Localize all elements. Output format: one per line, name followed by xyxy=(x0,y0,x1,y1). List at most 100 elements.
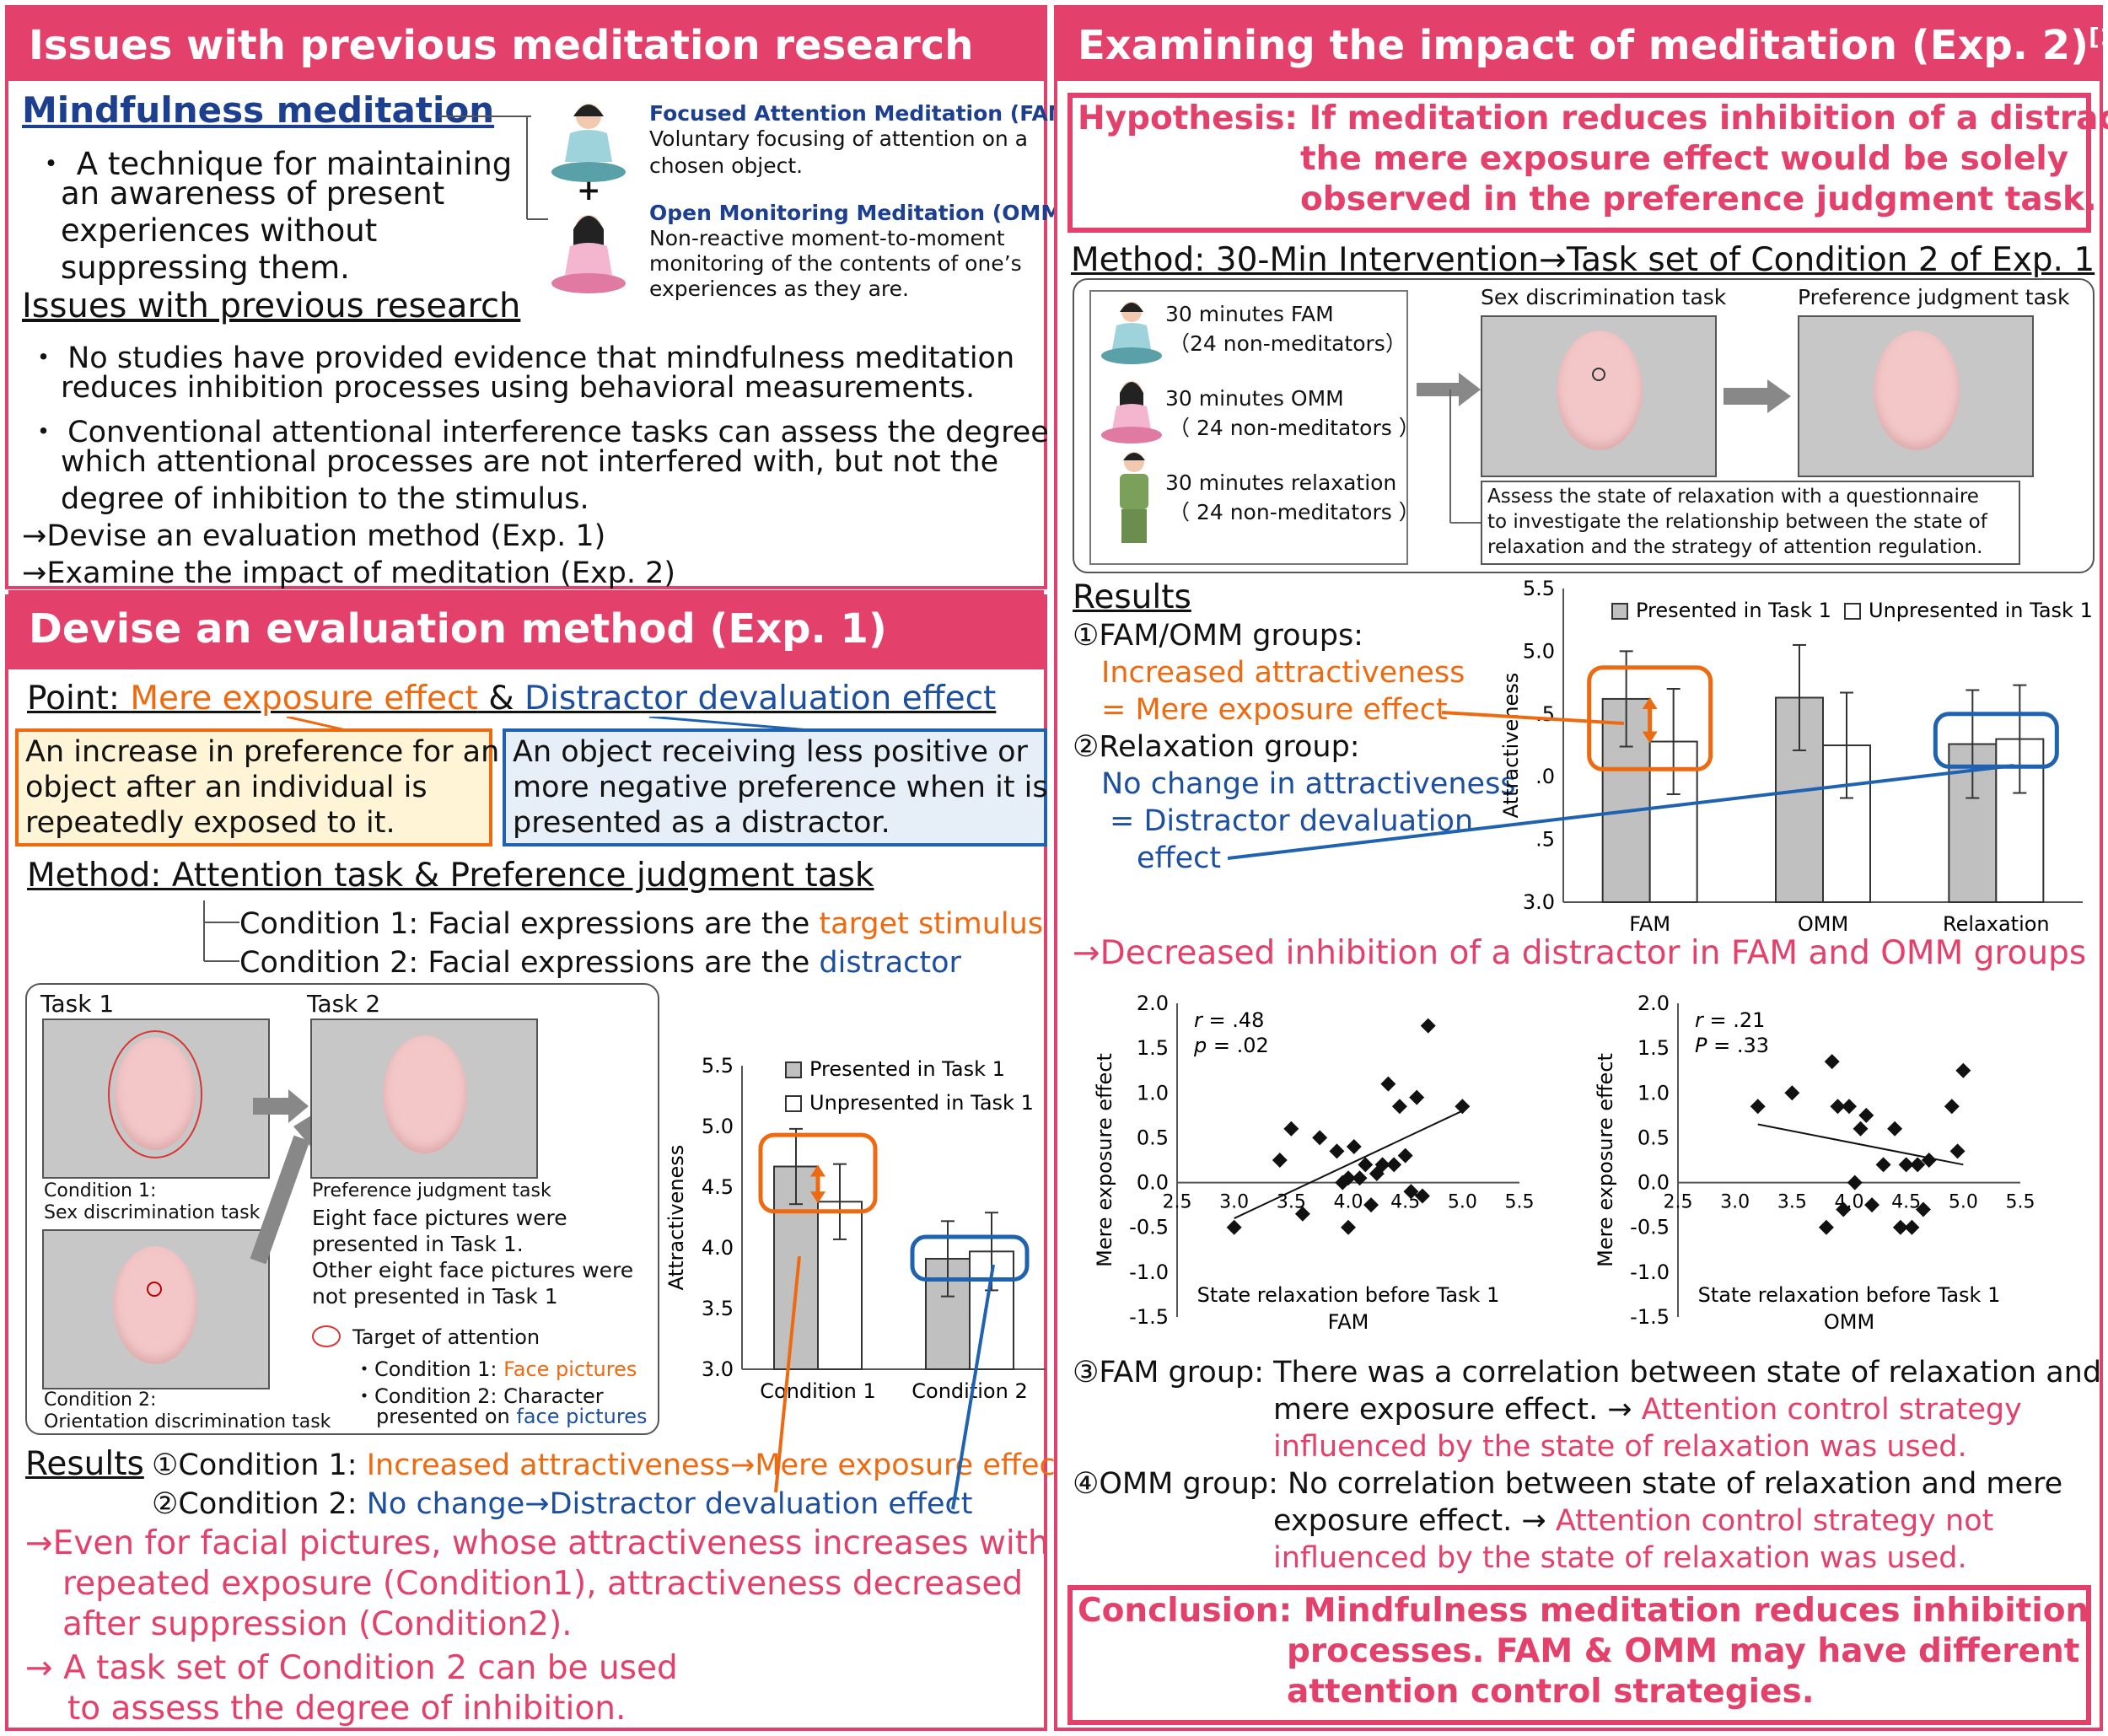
target-legend-circle xyxy=(312,1325,341,1347)
y-tick-label: 5.5 xyxy=(1523,578,1555,600)
result-4b-pre: exposure effect. → xyxy=(1273,1504,1556,1538)
group-rel-2: （ 24 non-meditators ） xyxy=(1169,500,1420,524)
y-tick-label: 4.0 xyxy=(702,1236,734,1260)
y-tick-label: 1.5 xyxy=(1137,1036,1169,1060)
conclusion-box xyxy=(1067,1585,2091,1725)
result-fam-omm: ①FAM/OMM groups: xyxy=(1073,619,1363,653)
scatter-point xyxy=(1847,1174,1863,1190)
stat-p: P = .33 xyxy=(1695,1034,1769,1057)
x-tick-label: 3.0 xyxy=(1720,1192,1750,1213)
yellow-line-2: object after an individual is xyxy=(25,771,428,804)
legend-label: Presented in Task 1 xyxy=(809,1057,1005,1081)
result-cond1-pre: ①Condition 1: xyxy=(152,1448,367,1482)
omm-title: Open Monitoring Meditation (OMM) xyxy=(649,201,1072,225)
chart-exp1-attractiveness: 3.03.54.04.55.05.5AttractivenessConditio… xyxy=(664,1054,1046,1403)
issue2-line2: which attentional processes are not inte… xyxy=(61,445,999,479)
relaxation-group-icon xyxy=(1120,452,1148,543)
blue-line-1: An object receiving less positive or xyxy=(513,735,1028,769)
panel-issues xyxy=(5,5,1047,589)
plus-sign: + xyxy=(577,174,601,207)
result-3a: ③FAM group: There was a correlation betw… xyxy=(1073,1356,2102,1389)
condition-connector xyxy=(203,900,239,962)
scatter-point xyxy=(1904,1219,1920,1235)
scatter-point xyxy=(1750,1099,1766,1115)
x-axis-label: State relaxation before Task 1 xyxy=(1197,1283,1500,1307)
point-line: Point: Mere exposure effect & Distractor… xyxy=(27,680,996,718)
omm-group-icon xyxy=(1101,381,1162,443)
scatter-point xyxy=(1363,1197,1379,1213)
flow-arrows xyxy=(1417,373,1482,524)
scatter-point xyxy=(1386,1157,1402,1173)
y-tick-label: 0.0 xyxy=(1637,1171,1670,1195)
issues-title: Issues with previous research xyxy=(22,287,521,325)
x-tick-label: 5.0 xyxy=(1448,1192,1477,1213)
assess-line2: to investigate the relationship between … xyxy=(1487,511,1987,533)
result-cond1-hl: Increased attractiveness→Mere exposure e… xyxy=(366,1448,1067,1482)
condition-2-line: Condition 2: Facial expressions are the … xyxy=(239,946,961,980)
scatter-point xyxy=(1921,1153,1937,1168)
connector-lines xyxy=(438,116,548,220)
y-tick-label: -0.5 xyxy=(1129,1216,1169,1239)
pref-desc-1: Eight face pictures were xyxy=(312,1206,567,1230)
y-axis-label: Attractiveness xyxy=(1499,673,1523,819)
group-rel-1: 30 minutes relaxation xyxy=(1165,470,1397,495)
y-tick-label: -1.0 xyxy=(1129,1260,1169,1284)
yellow-line-1: An increase in preference for an xyxy=(25,735,500,769)
x-tick-label: 5.5 xyxy=(1505,1192,1535,1213)
scatter-point xyxy=(1898,1157,1914,1173)
result-cond2-hl: No change→Distractor devaluation effect xyxy=(366,1487,973,1521)
target-cond2b: presented on face pictures xyxy=(376,1405,647,1428)
groups-box xyxy=(1089,290,1408,565)
concl1-line3: after suppression (Condition2). xyxy=(62,1605,573,1643)
stat-p: p = .02 xyxy=(1193,1034,1269,1057)
scatter-point xyxy=(1910,1157,1926,1173)
x-tick-label: 4.0 xyxy=(1334,1192,1363,1213)
y-tick-label: 0.5 xyxy=(1137,1126,1169,1149)
issue2-line3: degree of inhibition to the stimulus. xyxy=(61,482,589,516)
x-tick-label: FAM xyxy=(1629,912,1670,932)
task1-label: Task 1 xyxy=(40,990,115,1018)
target-cond2: ・Condition 2: Character xyxy=(354,1384,604,1408)
y-tick-label: 3.0 xyxy=(1523,890,1555,914)
conclusion-line2: processes. FAM & OMM may have different xyxy=(1287,1632,2080,1670)
arrow-to-pref xyxy=(1724,379,1791,413)
scatter-point xyxy=(1824,1054,1840,1070)
x-tick-label: OMM xyxy=(1798,912,1848,932)
assess-line3: relaxation and the strategy of attention… xyxy=(1487,536,1983,558)
scatter-point xyxy=(1409,1089,1425,1105)
scatter-point xyxy=(1403,1184,1419,1200)
y-tick-label: 5.0 xyxy=(702,1115,734,1138)
assess-box xyxy=(1481,481,2020,565)
scatter-point xyxy=(1369,1165,1385,1181)
result-4b: exposure effect. → Attention control str… xyxy=(1273,1504,1993,1538)
mere-exposure-definition xyxy=(15,728,492,847)
concl1-line2: repeated exposure (Condition1), attracti… xyxy=(62,1565,1024,1603)
task-arrows xyxy=(250,1089,315,1265)
y-axis-label: Mere exposure effect xyxy=(1093,1053,1116,1267)
target-cond2b-pre: presented on xyxy=(376,1405,517,1428)
result-fam-omm-a: Increased attractiveness xyxy=(1101,656,1465,690)
mindfulness-bullet-1: ・ A technique for maintaining xyxy=(35,146,513,182)
result-3c: influenced by the state of relaxation wa… xyxy=(1273,1430,1967,1464)
group-omm-1: 30 minutes OMM xyxy=(1165,386,1344,411)
x-tick-label: 2.5 xyxy=(1664,1192,1693,1213)
scatter-point xyxy=(1341,1170,1356,1186)
x-tick-label: Condition 2 xyxy=(911,1379,1027,1403)
scatter-point xyxy=(1397,1147,1413,1164)
group-omm-2: （ 24 non-meditators ） xyxy=(1169,416,1420,440)
y-tick-label: 5.0 xyxy=(1523,639,1555,663)
y-axis-label: Mere exposure effect xyxy=(1594,1053,1617,1267)
scatter-point xyxy=(1420,1018,1436,1034)
header-exp2-ref: [1] xyxy=(2089,23,2108,51)
scatter-point xyxy=(1784,1085,1800,1101)
result-4a: ④OMM group: No correlation between state… xyxy=(1073,1467,2063,1501)
scatter-point xyxy=(1864,1197,1880,1213)
scatter-point xyxy=(1358,1157,1374,1173)
result-4c: influenced by the state of relaxation wa… xyxy=(1273,1541,1967,1575)
scatter-point xyxy=(1341,1219,1356,1235)
conclusion-line1: Conclusion: Mindfulness meditation reduc… xyxy=(1078,1592,2089,1630)
conclusion-line3: attention control strategies. xyxy=(1287,1673,1815,1711)
group-fam-1: 30 minutes FAM xyxy=(1165,302,1334,326)
y-tick-label: .0 xyxy=(1535,765,1555,788)
scatter-point xyxy=(1875,1157,1891,1173)
